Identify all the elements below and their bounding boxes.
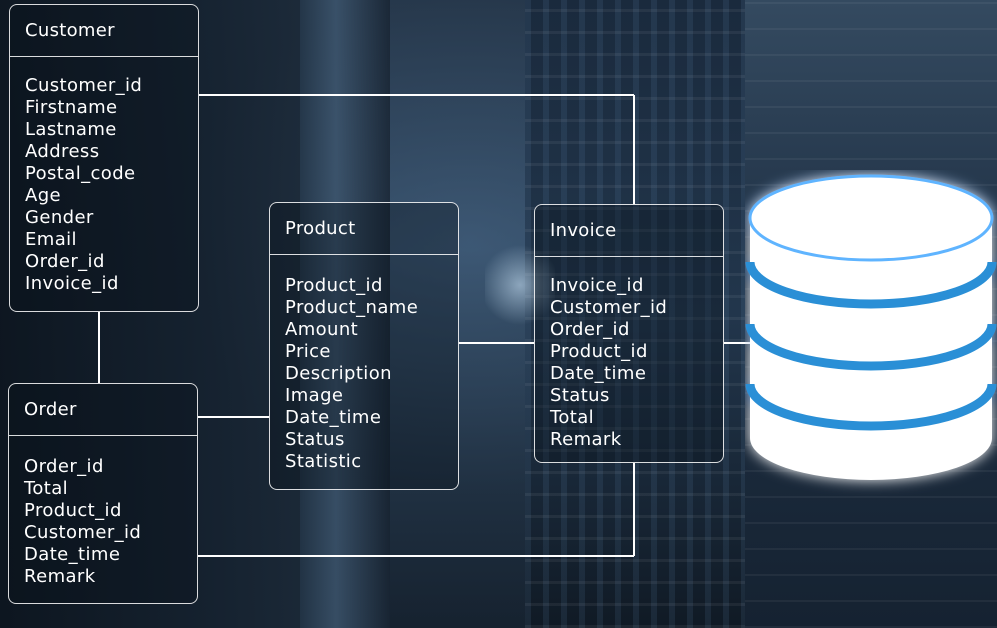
field-item: Description [285, 363, 392, 384]
field-item: Date_time [550, 363, 647, 384]
field-item: Order_id [550, 319, 630, 340]
field-item: Status [285, 429, 345, 450]
field-item: Invoice_id [550, 275, 644, 296]
customer-table-title: Customer [10, 5, 198, 57]
field-item: Address [25, 141, 100, 162]
field-item: Customer_id [25, 75, 143, 96]
field-item: Amount [285, 319, 359, 340]
field-item: Status [550, 385, 610, 406]
field-item: Firstname [25, 97, 118, 118]
field-item: Email [25, 229, 77, 250]
field-item: Order_id [25, 251, 105, 272]
product-table-title: Product [270, 203, 458, 255]
field-item: Date_time [24, 544, 121, 565]
field-item: Lastname [25, 119, 117, 140]
field-item: Total [550, 407, 595, 428]
database-icon [745, 174, 997, 480]
field-item: Postal_code [25, 163, 136, 184]
field-item: Total [24, 478, 69, 499]
field-item: Image [285, 385, 344, 406]
field-item: Product_id [24, 500, 122, 521]
field-item: Remark [550, 429, 622, 450]
field-item: Gender [25, 207, 94, 228]
field-item: Customer_id [24, 522, 142, 543]
field-item: Age [25, 185, 62, 206]
field-item: Product_id [285, 275, 383, 296]
field-item: Statistic [285, 451, 362, 472]
field-item: Product_id [550, 341, 648, 362]
field-item: Product_name [285, 297, 419, 318]
field-item: Price [285, 341, 331, 362]
order-table-title: Order [9, 384, 197, 436]
field-item: Remark [24, 566, 96, 587]
invoice-table-title: Invoice [535, 205, 723, 257]
field-item: Order_id [24, 456, 104, 477]
field-item: Customer_id [550, 297, 668, 318]
field-item: Date_time [285, 407, 382, 428]
field-item: Invoice_id [25, 273, 119, 294]
